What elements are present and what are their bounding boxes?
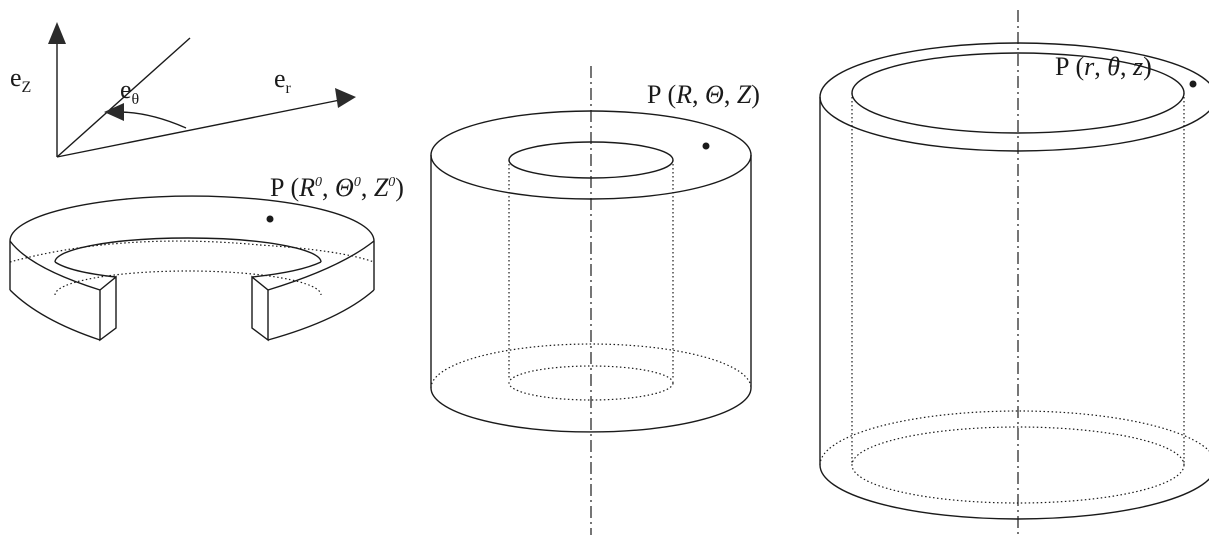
ring-inner-top-rim <box>54 237 322 263</box>
intermediate-inner-bottom <box>508 365 674 401</box>
ring-left-cut-face <box>99 275 117 342</box>
point-p-current <box>1189 80 1197 88</box>
point-p-current-label: P(r, θ, z) <box>1055 52 1152 81</box>
e-r-arrowhead <box>335 88 356 108</box>
ring-top-front-right <box>267 240 375 291</box>
e-z-arrowhead <box>48 22 66 44</box>
point-p-reference <box>266 215 274 223</box>
point-p-intermediate <box>702 142 710 150</box>
ring-hidden-edge-left <box>9 240 261 263</box>
current-outer-bottom-hidden <box>819 410 1209 466</box>
ring-outer-top-rim <box>9 195 375 242</box>
current-cylinder: P(r, θ, z) <box>819 10 1209 535</box>
ring-hidden-edge-right <box>259 244 375 263</box>
current-outer-bottom-visible <box>819 464 1209 520</box>
e-theta-arrowhead <box>104 103 124 121</box>
ring-inner-left-to-cut <box>54 261 117 278</box>
point-p-intermediate-label: P(R, Θ, Z) <box>647 80 760 109</box>
e-r-axis-line <box>56 99 341 158</box>
current-inner-bottom <box>851 426 1185 504</box>
e-r-label: er <box>274 64 292 97</box>
intermediate-cylinder: P(R, Θ, Z) <box>430 66 760 535</box>
e-z-label: eZ <box>10 63 31 96</box>
open-ring-reference: P(R0, Θ0, Z0) <box>9 173 404 342</box>
ring-bottom-left-rim <box>9 289 101 341</box>
point-p-reference-label: P(R0, Θ0, Z0) <box>270 173 404 202</box>
ring-inner-right-to-cut <box>251 261 322 278</box>
intermediate-outer-bottom-hidden <box>430 343 752 389</box>
ring-bottom-right-rim <box>267 289 375 341</box>
intermediate-outer-bottom-visible <box>430 387 752 433</box>
ring-right-cut-face <box>251 275 269 342</box>
e-theta-arc <box>117 111 187 129</box>
e-theta-reference-line <box>56 37 191 158</box>
ring-top-front-left <box>9 240 101 291</box>
basis-vectors: eZ eθ er <box>10 22 356 158</box>
e-theta-label: eθ <box>120 75 139 108</box>
